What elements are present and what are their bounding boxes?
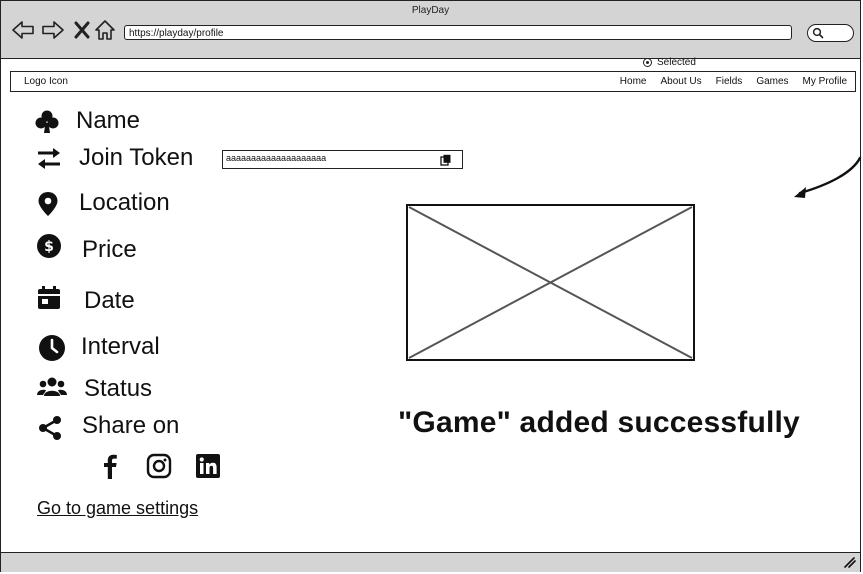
join-token-value: aaaaaaaaaaaaaaaaaaaa bbox=[226, 153, 327, 163]
image-placeholder bbox=[406, 204, 695, 361]
logo: Logo Icon bbox=[24, 76, 68, 87]
resize-handle-icon[interactable] bbox=[844, 557, 856, 568]
name-label: Name bbox=[76, 107, 141, 134]
nav-link-my-profile[interactable]: My Profile bbox=[802, 76, 847, 87]
browser-chrome: PlayDay https://playday/profile bbox=[1, 1, 860, 59]
search-icon bbox=[812, 27, 824, 39]
share-icon bbox=[39, 416, 61, 440]
calendar-icon bbox=[38, 286, 60, 309]
dollar-icon: $ bbox=[37, 234, 61, 258]
address-bar[interactable]: https://playday/profile bbox=[124, 25, 792, 40]
forward-arrow-icon[interactable] bbox=[41, 18, 65, 42]
status-label: Status bbox=[84, 375, 153, 402]
exchange-icon bbox=[38, 148, 60, 169]
location-label: Location bbox=[79, 189, 170, 216]
price-label: Price bbox=[82, 236, 137, 263]
pointer-arrow-icon bbox=[794, 156, 862, 198]
nav-link-about-us[interactable]: About Us bbox=[660, 76, 702, 87]
linkedin-icon[interactable] bbox=[195, 453, 221, 479]
site-navbar: Logo Icon Home About Us Fields Games My … bbox=[10, 71, 856, 92]
map-pin-icon bbox=[38, 192, 58, 216]
selected-radio[interactable]: Selected bbox=[643, 57, 696, 68]
nav-link-home[interactable]: Home bbox=[619, 76, 647, 87]
nav-link-games[interactable]: Games bbox=[756, 76, 789, 87]
clock-icon bbox=[39, 335, 65, 361]
svg-text:$: $ bbox=[44, 239, 54, 255]
radio-button[interactable] bbox=[643, 58, 652, 67]
copy-icon[interactable] bbox=[440, 154, 452, 166]
users-icon bbox=[37, 377, 67, 396]
game-settings-link[interactable]: Go to game settings bbox=[37, 498, 199, 518]
club-icon bbox=[35, 110, 59, 133]
radio-label: Selected bbox=[657, 57, 696, 68]
search-box[interactable] bbox=[807, 24, 854, 42]
nav-link-fields[interactable]: Fields bbox=[715, 76, 743, 87]
facebook-icon[interactable] bbox=[97, 453, 123, 479]
share-on-label: Share on bbox=[82, 412, 180, 439]
interval-label: Interval bbox=[81, 333, 160, 360]
home-icon[interactable] bbox=[93, 18, 117, 42]
window-title: PlayDay bbox=[411, 5, 450, 16]
close-icon[interactable] bbox=[71, 18, 95, 42]
nav-links: Home About Us Fields Games My Profile bbox=[620, 76, 847, 87]
browser-status-bar bbox=[1, 552, 860, 572]
instagram-icon[interactable] bbox=[146, 453, 172, 479]
join-token-label: Join Token bbox=[79, 144, 194, 171]
back-arrow-icon[interactable] bbox=[11, 18, 35, 42]
join-token-field[interactable]: aaaaaaaaaaaaaaaaaaaa bbox=[222, 150, 463, 169]
success-message: "Game" added successfully bbox=[398, 406, 800, 439]
date-label: Date bbox=[84, 287, 135, 314]
